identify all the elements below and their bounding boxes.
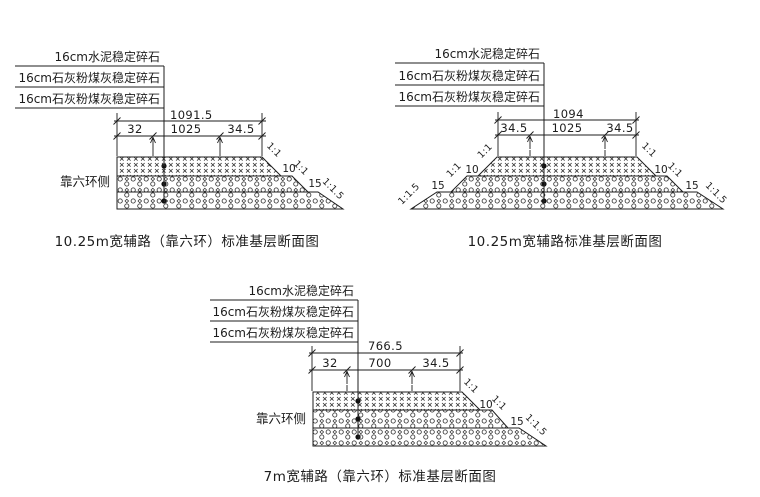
bench-width-label: 15 [510, 416, 523, 428]
dim-segment-3: 34.5 [422, 356, 449, 370]
layer-cement-stabilized [476, 156, 658, 177]
dimension-lines [309, 352, 463, 371]
dim-segment-3: 34.5 [606, 121, 633, 135]
layer-label-3: 16cm石灰粉煤灰稳定碎石 [398, 89, 540, 104]
bench-width-label: 10 [654, 164, 667, 176]
layer-cement-stabilized [312, 391, 482, 411]
dim-total: 1094 [553, 107, 584, 121]
diagram-caption: 7m宽辅路（靠六环）标准基层断面图 [264, 468, 497, 485]
dimension-lines [114, 120, 266, 137]
boundary-arrows [527, 135, 608, 149]
dim-segment-2: 1025 [552, 121, 583, 135]
diagram-caption: 10.25m宽辅路（靠六环）标准基层断面图 [55, 233, 320, 250]
bench-width-label: 15 [308, 178, 321, 190]
side-label-near-ring: 靠六环侧 [60, 174, 110, 189]
layer-label-2: 16cm石灰粉煤灰稳定碎石 [398, 68, 540, 83]
layer-callout-lines [15, 65, 165, 201]
layer-lime-flyash-2 [409, 191, 725, 210]
layer-label-1: 16cm水泥稳定碎石 [54, 49, 160, 64]
bench-width-label: 15 [431, 180, 444, 192]
layer-label-3: 16cm石灰粉煤灰稳定碎石 [212, 325, 354, 340]
layer-cement-stabilized [116, 156, 283, 177]
layer-label-2: 16cm石灰粉煤灰稳定碎石 [212, 304, 354, 319]
boundary-arrows [150, 136, 223, 150]
layer-lime-flyash-2 [116, 191, 345, 210]
extension-lines [497, 112, 637, 156]
dim-total: 1091.5 [170, 108, 213, 122]
dim-total: 766.5 [368, 339, 403, 353]
extension-lines [116, 113, 263, 156]
layer-label-3: 16cm石灰粉煤灰稳定碎石 [18, 91, 160, 106]
boundary-arrows [344, 370, 415, 384]
layer-label-2: 16cm石灰粉煤灰稳定碎石 [18, 70, 160, 85]
bench-width-label: 10 [465, 164, 478, 176]
layer-label-1: 16cm水泥稳定碎石 [248, 283, 354, 298]
layer-callout-lines [210, 299, 359, 437]
diagram-caption: 10.25m宽辅路标准基层断面图 [468, 233, 663, 250]
dimension-lines [495, 119, 639, 136]
layer-callout-lines [395, 62, 545, 201]
dim-segment-2: 1025 [171, 122, 202, 136]
dim-segment-2: 700 [368, 356, 391, 370]
bench-width-label: 15 [685, 180, 698, 192]
extension-lines [311, 346, 461, 391]
dim-segment-1: 32 [127, 122, 142, 136]
diagram-10-25m-near-ring: 16cm水泥稳定碎石 16cm石灰粉煤灰稳定碎石 16cm石灰粉煤灰稳定碎石 1… [15, 49, 346, 250]
layer-lime-flyash-1 [312, 409, 510, 429]
layer-lime-flyash-1 [449, 175, 685, 193]
bench-width-label: 10 [479, 399, 492, 411]
layer-label-1: 16cm水泥稳定碎石 [434, 46, 540, 61]
diagram-10-25m-standard: 16cm水泥稳定碎石 16cm石灰粉煤灰稳定碎石 16cm石灰粉煤灰稳定碎石 1… [395, 46, 729, 250]
layer-lime-flyash-1 [116, 175, 310, 193]
side-label-near-ring: 靠六环侧 [256, 411, 306, 426]
layer-lime-flyash-2 [312, 427, 548, 447]
dim-segment-1: 32 [322, 356, 337, 370]
dim-segment-1: 34.5 [500, 121, 527, 135]
dim-segment-3: 34.5 [227, 122, 254, 136]
bench-width-label: 10 [282, 163, 295, 175]
